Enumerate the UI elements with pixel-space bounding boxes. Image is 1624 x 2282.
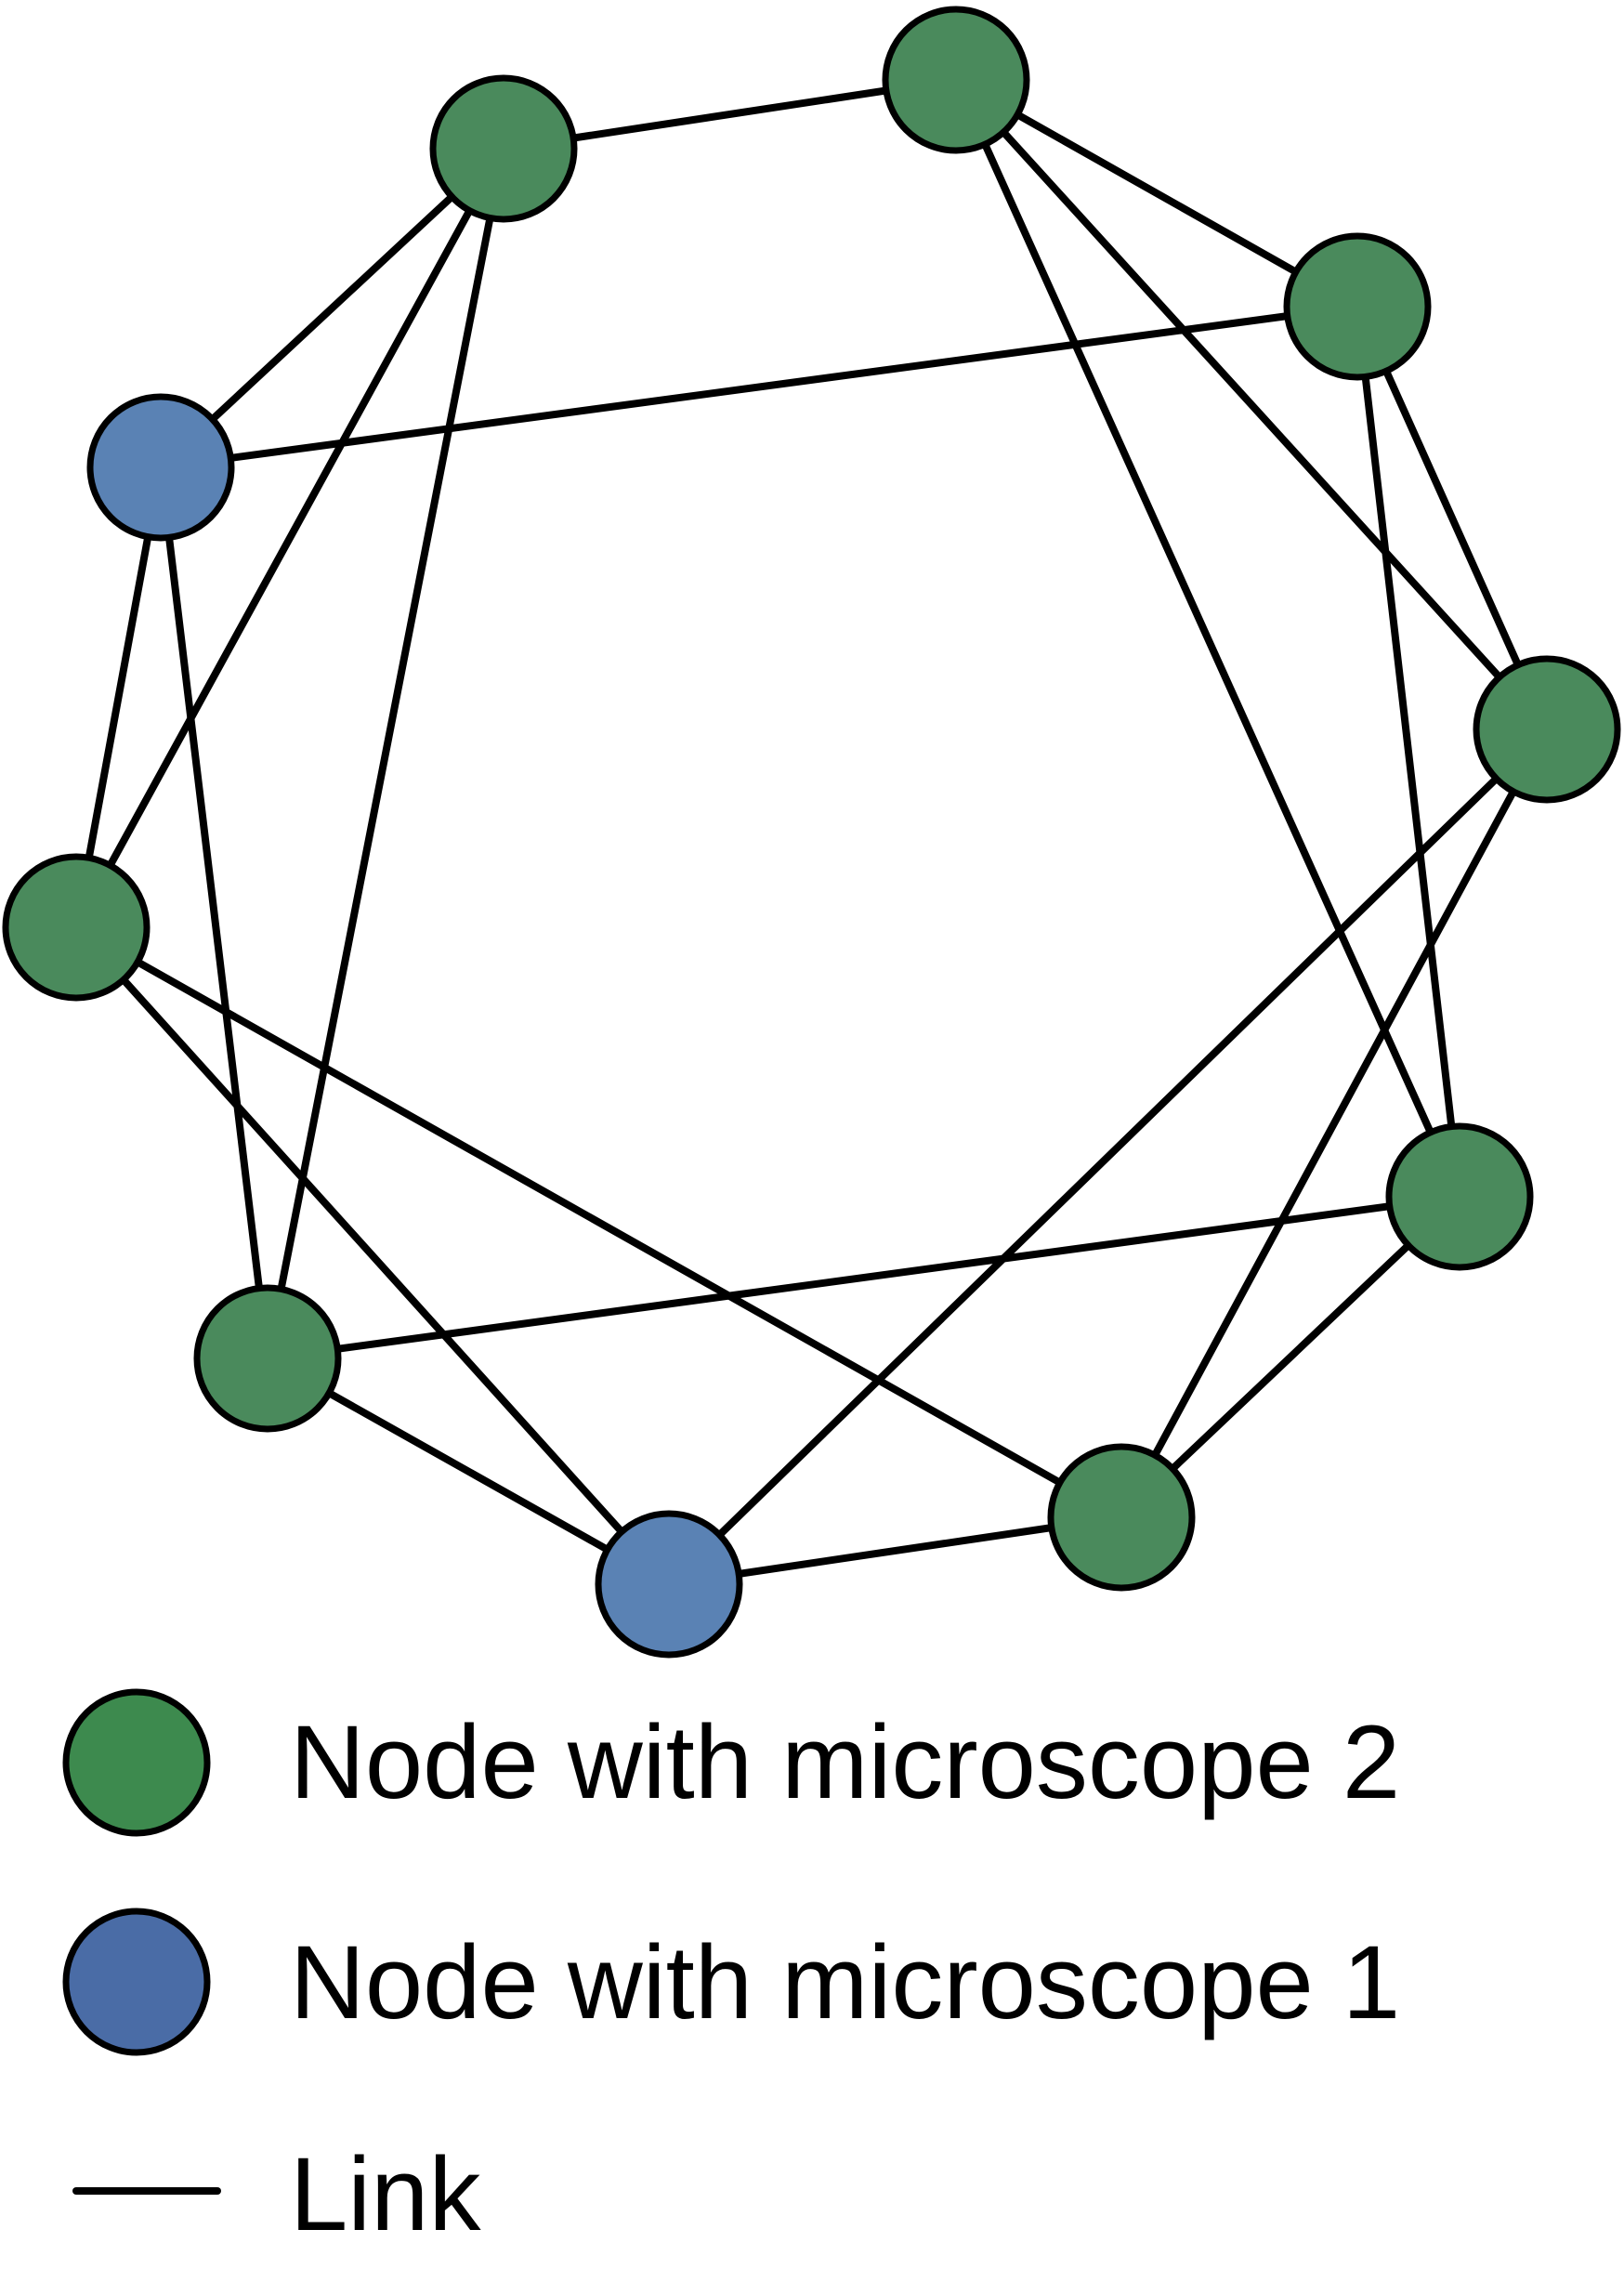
node-n1-microscope-2 [882,6,1030,154]
node-n9-microscope-1 [86,393,235,542]
link-n1-n4 [952,76,1463,1200]
link-n4-n5 [1118,1193,1463,1521]
nodes-layer [2,6,1621,1659]
link-n5-n6 [665,1514,1125,1588]
link-n2-n3 [1354,303,1551,733]
link-n6-n8 [72,924,673,1588]
node-n5-microscope-2 [1047,1443,1196,1592]
node-n7-microscope-2 [193,1284,342,1433]
link-n6-n7 [264,1355,673,1588]
link-n1-n10 [500,76,960,152]
node-n8-microscope-2 [2,853,151,1002]
link-n4-n7 [264,1193,1463,1362]
legend-label-microscope-2: Node with microscope 2 [290,1704,1400,1820]
legend-label-link: Link [290,2136,481,2252]
legend-label-microscope-1: Node with microscope 1 [290,1924,1400,2040]
link-n8-n10 [72,145,507,931]
node-n3-microscope-2 [1473,655,1621,804]
node-n2-microscope-2 [1283,232,1432,381]
node-n4-microscope-2 [1385,1122,1534,1271]
link-n1-n2 [952,76,1361,310]
link-n8-n9 [72,464,164,931]
link-n3-n5 [1118,726,1551,1521]
link-n3-n6 [665,726,1551,1588]
node-n10-microscope-2 [429,74,578,223]
legend-swatch-microscope-1 [62,1908,211,2056]
link-n2-n9 [157,303,1361,471]
link-n5-n8 [72,924,1125,1521]
link-n2-n4 [1354,303,1463,1200]
node-n6-microscope-1 [595,1510,743,1659]
link-n7-n9 [157,464,271,1362]
legend: Node with microscope 2 Node with microsc… [62,1688,1400,2252]
link-n7-n10 [264,145,507,1362]
link-n9-n10 [157,145,507,471]
legend-swatch-microscope-2 [62,1688,211,1837]
links-layer [72,76,1551,1588]
link-n1-n3 [952,76,1551,733]
